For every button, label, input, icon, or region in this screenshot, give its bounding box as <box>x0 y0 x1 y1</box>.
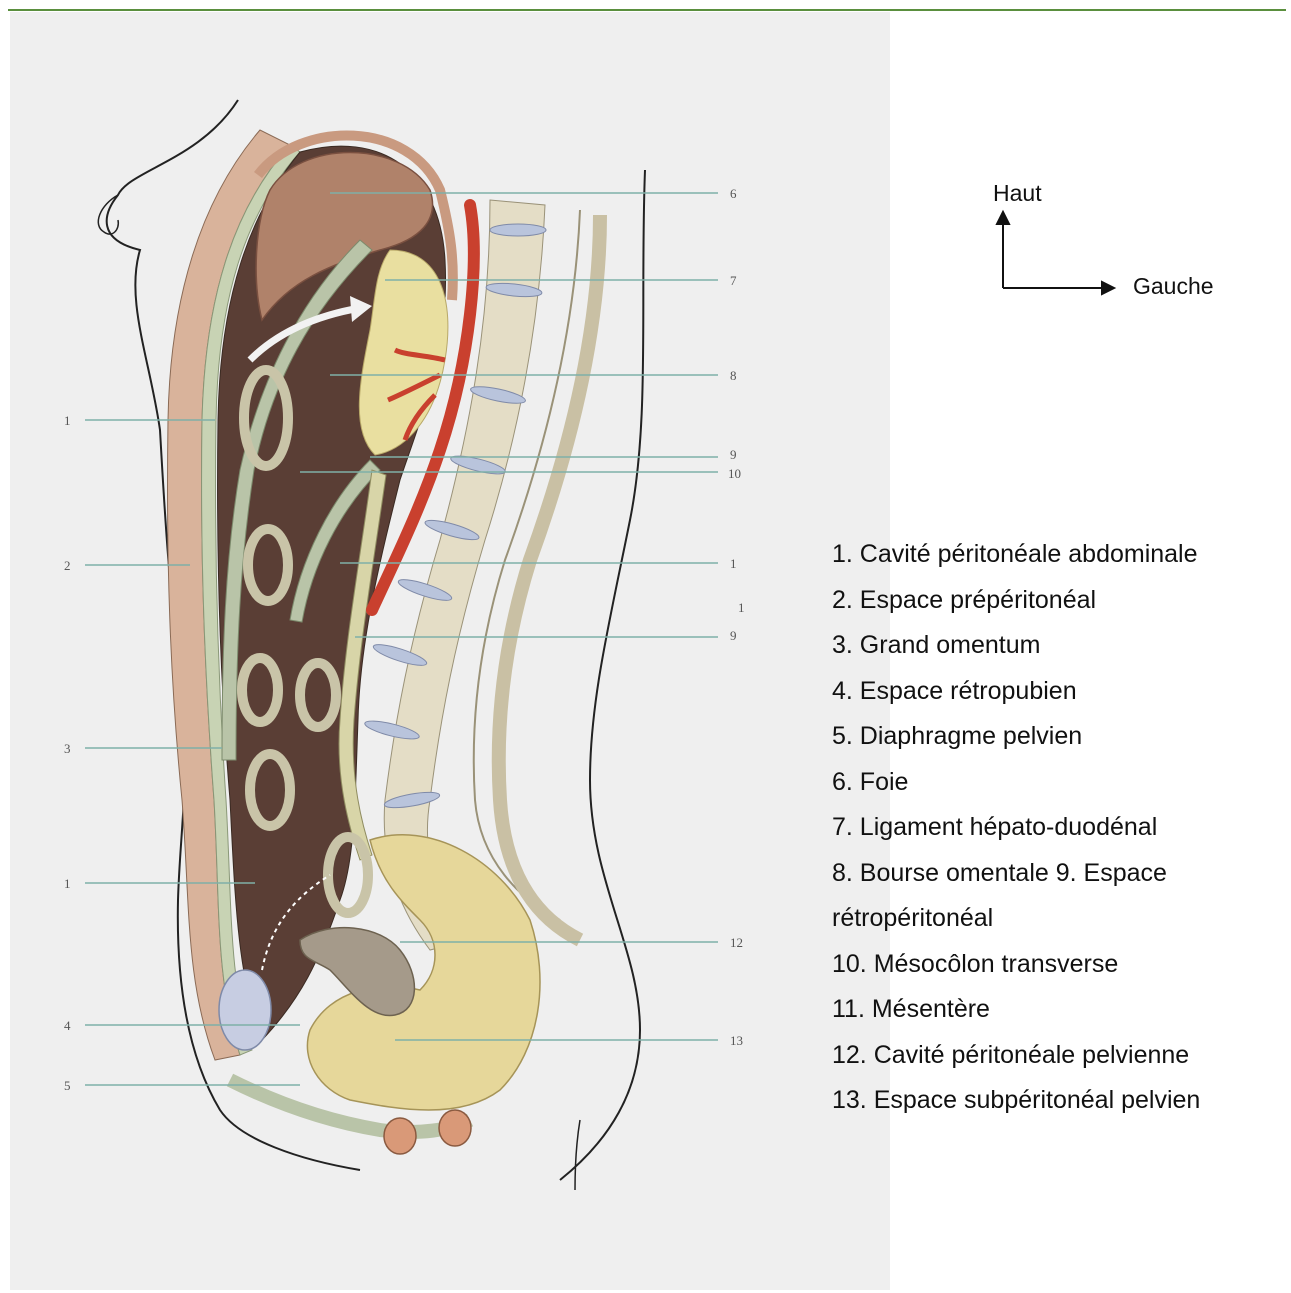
arrow-right-icon <box>1102 282 1114 294</box>
legend-item: 13. Espace subpéritonéal pelvien <box>832 1078 1291 1124</box>
callout-label: 1 <box>738 600 745 615</box>
callout-label: 5 <box>64 1078 71 1093</box>
legend-item: 4. Espace rétropubien <box>832 669 1291 715</box>
callout-label: 9 <box>730 628 737 643</box>
body-outline-back <box>560 170 645 1180</box>
buttock-outline <box>575 1120 580 1190</box>
callout-label: 12 <box>730 935 743 950</box>
legend-item: 2. Espace prépéritonéal <box>832 578 1291 624</box>
legend-item: 5. Diaphragme pelvien <box>832 714 1291 760</box>
legend-item: 3. Grand omentum <box>832 623 1291 669</box>
callout-label: 10 <box>728 466 741 481</box>
callout-label: 3 <box>64 741 71 756</box>
legend-list: 1. Cavité péritonéale abdominale 2. Espa… <box>832 532 1291 1124</box>
orientation-right-label: Gauche <box>1133 273 1214 300</box>
callout-label: 13 <box>730 1033 743 1048</box>
arrow-up-icon <box>997 212 1009 224</box>
callout-label: 1 <box>730 556 737 571</box>
callout-label: 9 <box>730 447 737 462</box>
legend-item: 7. Ligament hépato-duodénal <box>832 805 1291 851</box>
callout-label: 1 <box>64 876 71 891</box>
legend-item: 6. Foie <box>832 760 1291 806</box>
disc <box>490 224 546 236</box>
callout-label: 4 <box>64 1018 71 1033</box>
bladder <box>219 970 271 1050</box>
legend-item: 10. Mésocôlon transverse <box>832 942 1291 988</box>
callout-label: 2 <box>64 558 71 573</box>
callout-label: 1 <box>64 413 71 428</box>
legend-item: 1. Cavité péritonéale abdominale <box>832 532 1291 578</box>
orientation-up-label: Haut <box>993 180 1042 207</box>
legend-item: 8. Bourse omentale 9. Espace rétropérito… <box>832 851 1252 942</box>
legend-item: 11. Mésentère <box>832 987 1291 1033</box>
callout-label: 6 <box>730 186 737 201</box>
callout-label: 8 <box>730 368 737 383</box>
legend-item: 12. Cavité péritonéale pelvienne <box>832 1033 1291 1079</box>
orientation-axes <box>997 212 1114 294</box>
callout-label: 7 <box>730 273 737 288</box>
